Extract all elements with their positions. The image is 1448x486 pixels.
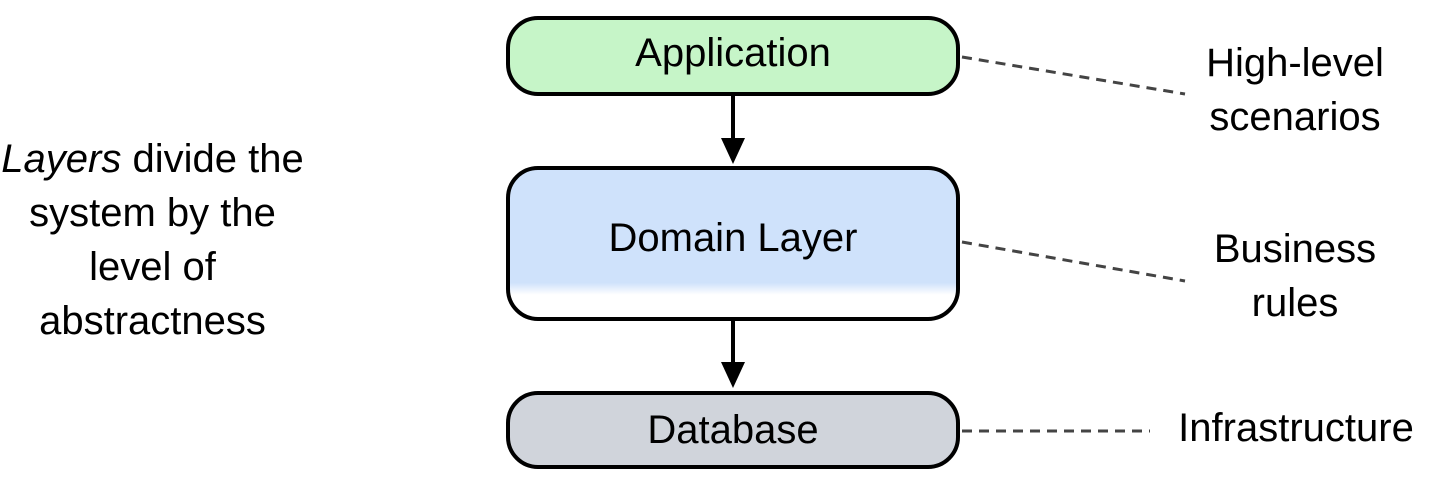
connector-domain-note — [961, 240, 1186, 283]
note-database: Infrastructure — [1178, 406, 1414, 450]
domain-layer-label: Domain Layer — [608, 216, 857, 260]
database-layer-box: Database — [506, 391, 960, 469]
note-domain: Business rules — [1213, 227, 1377, 325]
caption-rest: divide the system by the level of abstra… — [29, 137, 304, 343]
application-layer-box: Application — [506, 16, 960, 96]
domain-layer-box: Domain Layer — [506, 166, 960, 321]
arrow-domain-to-database — [721, 319, 745, 388]
connector-application-note — [961, 55, 1186, 96]
arrow-application-to-domain — [721, 94, 745, 164]
note-application: High-level scenarios — [1206, 41, 1384, 139]
application-layer-label: Application — [635, 31, 831, 75]
caption-emphasis: Layers — [1, 137, 122, 181]
database-layer-shape — [506, 391, 960, 469]
diagram-caption: Layers divide the system by the level of… — [0, 132, 305, 348]
database-layer-label: Database — [647, 408, 818, 452]
